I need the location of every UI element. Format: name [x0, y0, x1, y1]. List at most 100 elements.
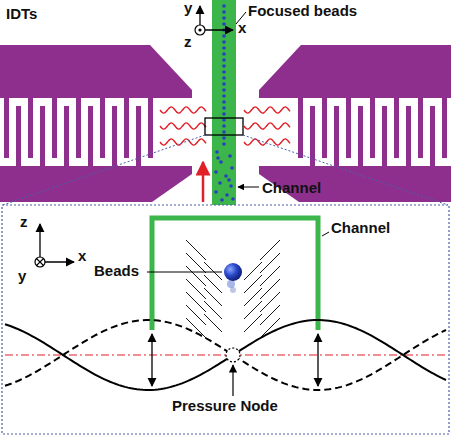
axis-label: y [18, 268, 26, 285]
acoustic-wave [244, 123, 290, 129]
idt-finger [442, 96, 447, 158]
part-label: IDTs [6, 6, 37, 23]
wave-front-line [186, 266, 206, 286]
bead-dot [222, 136, 226, 140]
bead-dot [222, 130, 226, 134]
leader-line [232, 365, 233, 396]
axis-label: x [238, 20, 246, 37]
axis-label: x [78, 248, 86, 265]
standing-wave [5, 320, 446, 390]
bead-dot [224, 174, 228, 178]
wave-front-line [260, 318, 280, 338]
axis-label: z [184, 34, 192, 51]
axis [39, 224, 40, 262]
bead-dot [222, 100, 226, 104]
standing-wave [5, 320, 446, 390]
wave-front-line [260, 279, 280, 299]
bead-dot [230, 166, 234, 170]
bead-dot [222, 76, 226, 80]
bead [224, 263, 242, 293]
idt-finger [418, 96, 423, 158]
bead-dot [222, 4, 226, 8]
bead-dot [220, 198, 224, 202]
bead-dot [222, 34, 226, 38]
bead-dot [225, 193, 229, 197]
leader-line [238, 187, 259, 188]
idt-finger [370, 96, 375, 158]
zoom-line [243, 135, 448, 205]
wave-front-line [260, 305, 280, 325]
axis-out [195, 25, 205, 35]
axis-label: z [20, 214, 28, 231]
bead-dot [222, 88, 226, 92]
idt-finger [334, 106, 339, 168]
idt-finger [124, 96, 129, 158]
beads [214, 4, 235, 202]
bead-dot [229, 184, 233, 188]
bead-dot [222, 82, 226, 86]
bead-dot [216, 156, 220, 160]
wave-front-line [260, 253, 280, 273]
part-label: Beads [94, 263, 139, 280]
idt-finger [88, 106, 93, 168]
idt-finger [394, 96, 399, 158]
bead-dot [222, 106, 226, 110]
part-label: Channel [262, 180, 321, 197]
bead-dot [222, 64, 226, 68]
idt-finger [4, 96, 9, 158]
idt-finger [100, 96, 105, 158]
bead-dot [222, 22, 226, 26]
flow-arrow [202, 162, 205, 202]
part-label: Focused beads [248, 3, 357, 20]
idt-finger [358, 106, 363, 168]
bead-dot [222, 124, 226, 128]
bead-dot [222, 112, 226, 116]
leader-line [322, 232, 329, 236]
bead-dot [222, 58, 226, 62]
bead-dot [222, 70, 226, 74]
acoustic-wave [160, 107, 290, 145]
idt-electrode [0, 45, 192, 202]
bead-dot [215, 150, 219, 154]
bead-dot [214, 170, 218, 174]
amplitude-arrow [317, 334, 318, 386]
wave-front-line [260, 292, 280, 312]
bead-dot [219, 160, 223, 164]
idt-finger [28, 96, 33, 158]
axis-out [198, 28, 201, 31]
wave-front-line [186, 253, 206, 273]
acoustic-wave [244, 107, 290, 113]
idt-finger [64, 106, 69, 168]
idt-finger [322, 96, 327, 158]
idt-finger [112, 106, 117, 168]
wave-front-line [260, 266, 280, 286]
wave-front-line [244, 314, 262, 332]
leader-line [147, 272, 222, 273]
idt-finger [430, 106, 435, 168]
bus-bar [0, 166, 192, 202]
idt-finger [52, 96, 57, 158]
idt-finger [382, 106, 387, 168]
channel [212, 0, 236, 205]
zoom-box [205, 118, 243, 135]
bead-dot [222, 40, 226, 44]
bead-dot [222, 94, 226, 98]
wave-front-line [186, 318, 206, 338]
channel-wall [152, 218, 318, 330]
zoom-panel [2, 205, 449, 434]
idt-finger [298, 96, 303, 158]
idt-finger [346, 96, 351, 158]
bus-bar [0, 45, 192, 98]
bead-dot [231, 197, 235, 201]
idt-finger [406, 106, 411, 168]
bead-dot [228, 154, 232, 158]
idt-finger [76, 96, 81, 158]
wave-front-line [186, 279, 206, 299]
wave-front-line [186, 292, 206, 312]
bus-bar [259, 45, 451, 98]
bead-dot [222, 16, 226, 20]
wave-front-line [260, 240, 280, 260]
bead-dot [222, 46, 226, 50]
